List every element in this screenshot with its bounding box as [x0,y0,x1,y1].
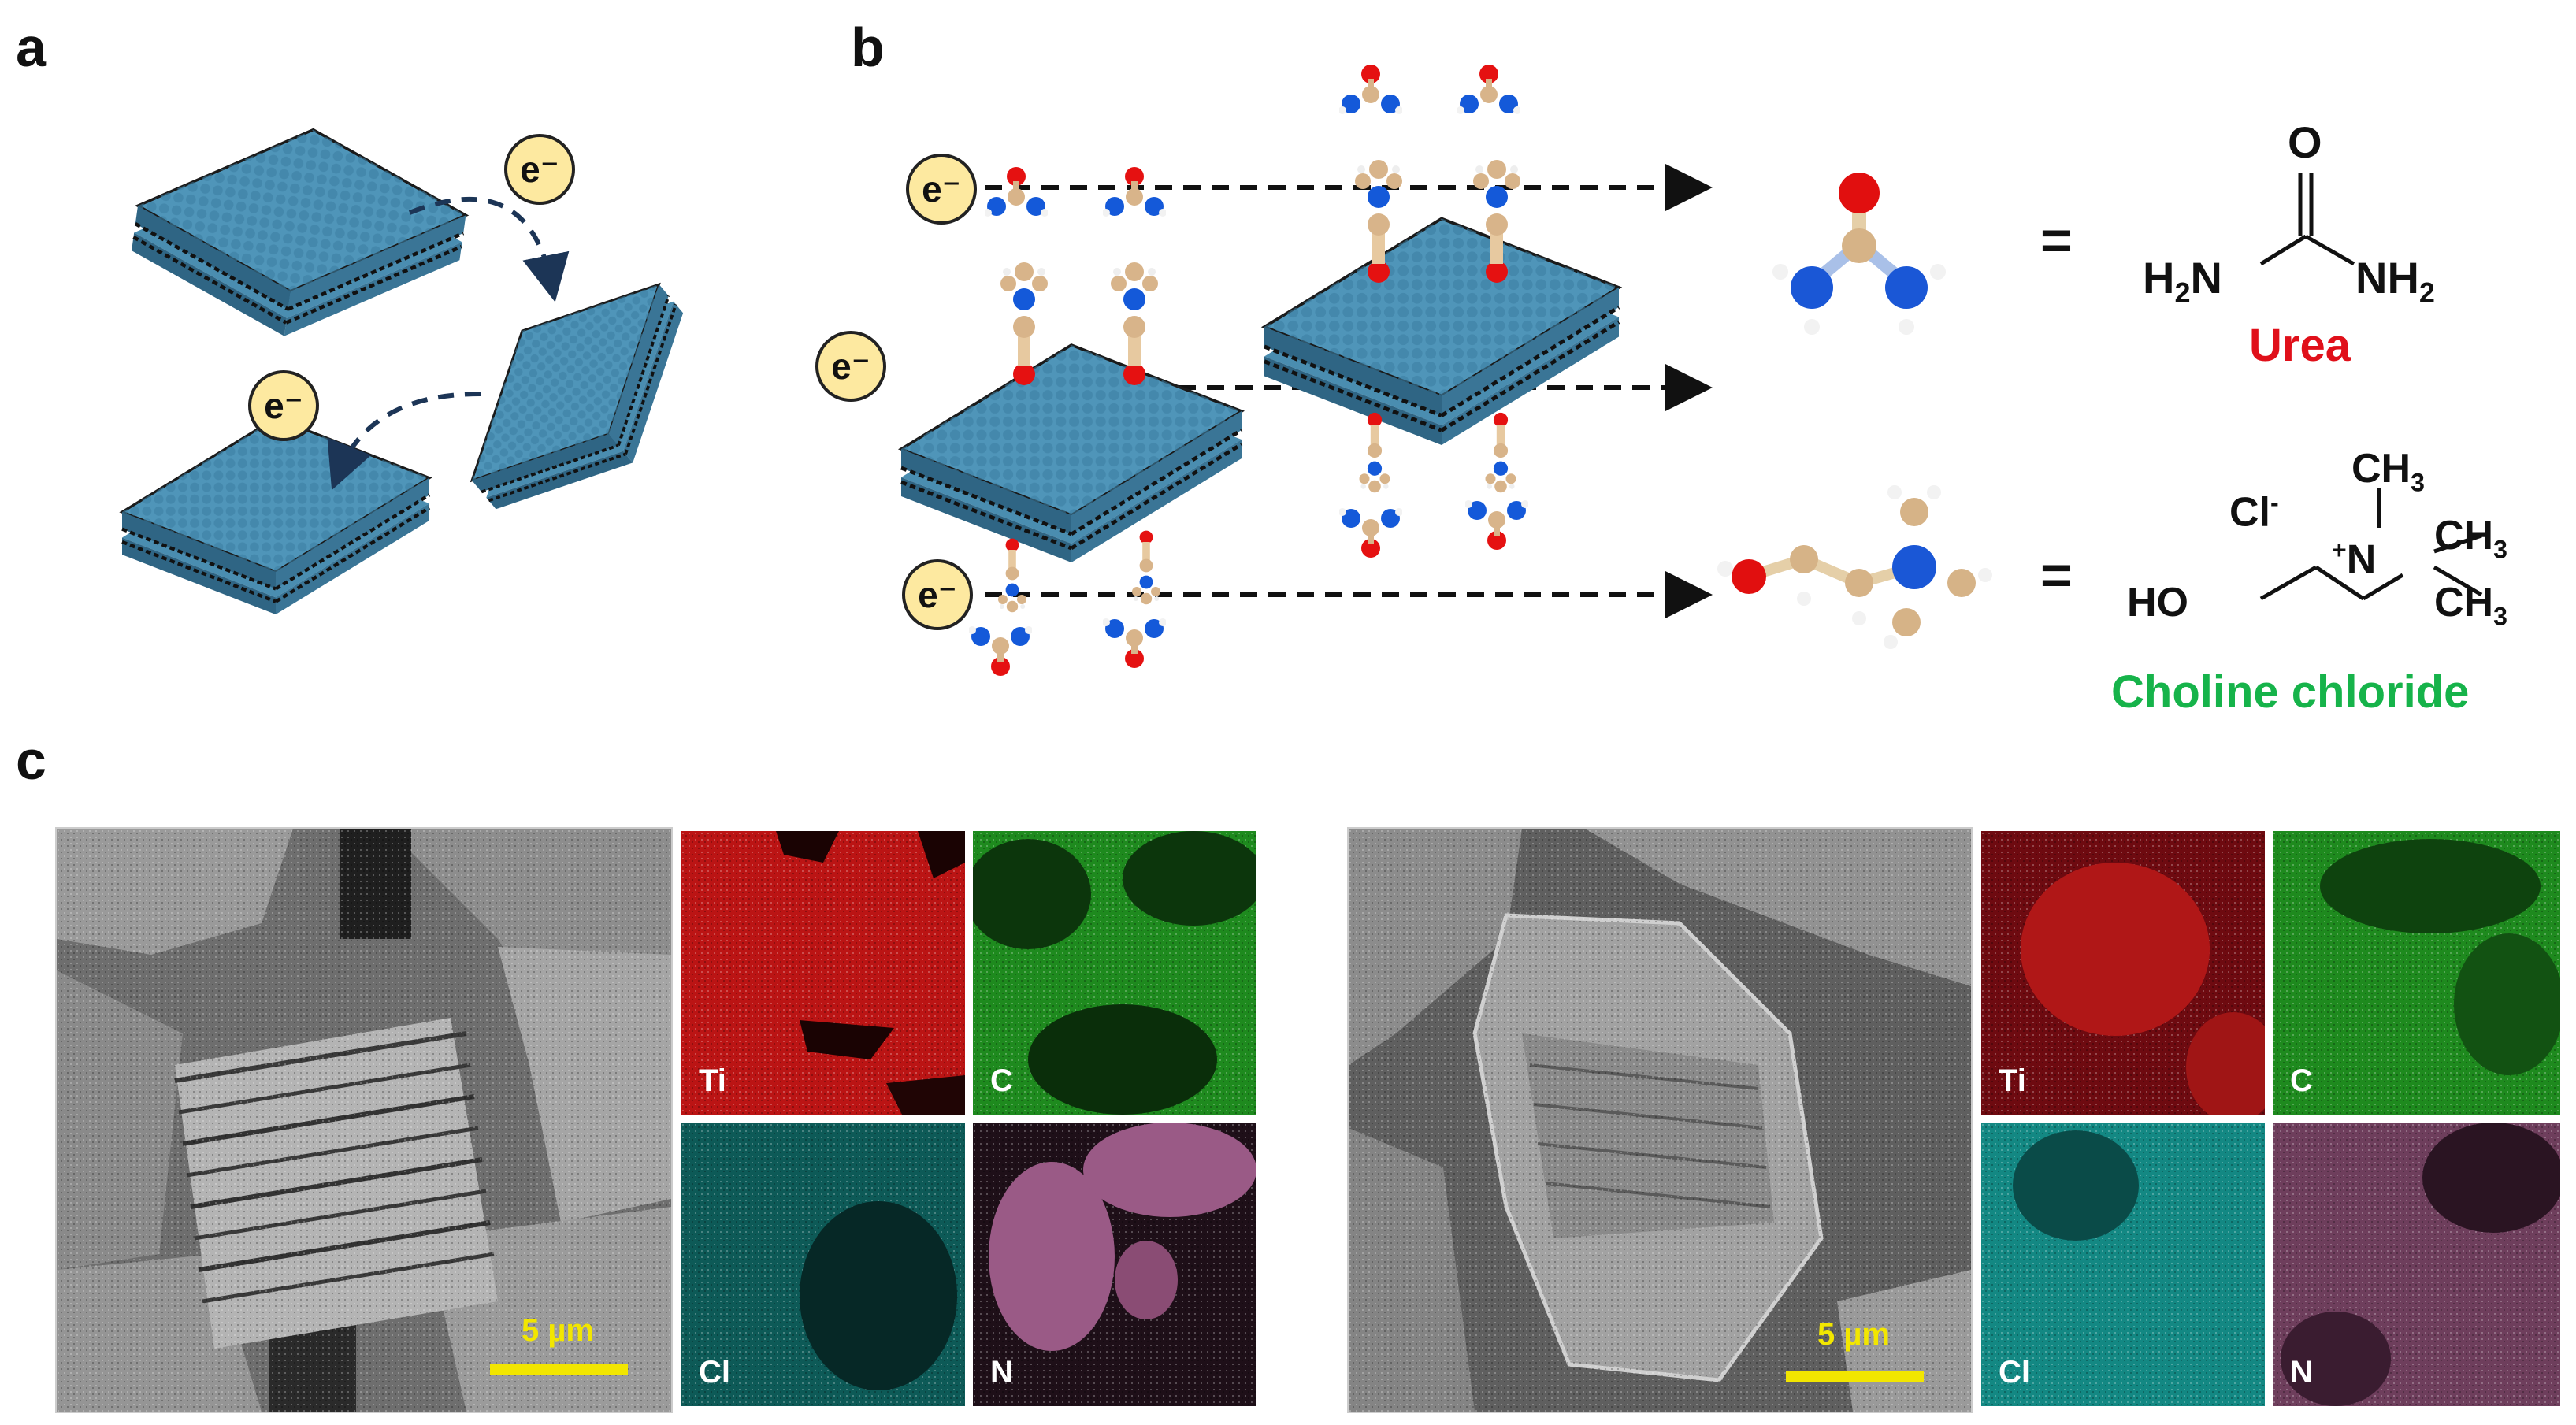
eds-map-n-right: N [2273,1123,2560,1406]
eds-map-n-left: N [973,1123,1256,1406]
choline-n-plus: +N [2332,536,2377,583]
choline-name: Choline chloride [2111,666,2470,718]
map-label-cl-right: Cl [1999,1355,2030,1390]
choline-molecule [1359,412,1390,493]
panel-label-a: a [16,17,46,78]
electron-badge-a1: e⁻ [504,134,575,205]
scale-bar-right [1786,1371,1924,1382]
scale-label-left: 5 µm [522,1313,594,1348]
mxene-stack-right [1264,219,1619,446]
scale-bar-left [490,1364,628,1375]
electron-hop-arrow-2 [327,392,481,491]
panel-label-b: b [851,17,885,78]
panel-b-diagram [867,65,1713,676]
choline-hydroxyl: HO [2127,580,2188,625]
equals-sign-urea: = [2040,210,2073,271]
urea-molecule [1339,65,1402,114]
mxene-stack-top [123,107,475,359]
choline-structure-bonds [2259,488,2483,601]
scale-label-right: 5 µm [1817,1317,1890,1352]
eds-map-cl-right: Cl [1981,1123,2265,1406]
choline-methyl-top: CH3 [2351,446,2425,497]
map-label-c: C [990,1063,1013,1098]
urea-ball-stick [1772,173,1946,335]
choline-ball-stick [1717,485,1992,649]
eds-map-cl-left: Cl [681,1123,965,1406]
eds-map-ti-left: Ti [681,831,965,1115]
choline-chloride-anion: Cl- [2229,488,2279,536]
choline-molecule [998,538,1026,613]
electron-badge-b3: e⁻ [902,559,973,630]
map-label-ti-right: Ti [1999,1063,2026,1098]
electron-badge-a2: e⁻ [248,370,319,441]
eds-map-ti-right: Ti [1981,831,2265,1115]
electron-hop-arrow-1 [408,196,570,302]
panel-a-diagram [87,95,796,662]
urea-molecule [1457,65,1520,114]
choline-molecule [1132,530,1160,605]
mxene-stack-bottom [122,418,429,614]
map-label-n-right: N [2290,1355,2313,1390]
map-label-n: N [990,1355,1013,1390]
map-label-ti: Ti [699,1063,726,1098]
mxene-stack-right [419,244,736,549]
electron-badge-b1: e⁻ [906,154,977,225]
panel-label-c: c [16,729,46,791]
urea-name: Urea [2249,320,2351,371]
map-label-c-right: C [2290,1063,2313,1098]
choline-methyl-bottom: CH3 [2434,580,2507,631]
electron-badge-b2: e⁻ [815,331,886,402]
urea-molecule [1465,500,1528,550]
urea-molecule [1103,618,1166,668]
choline-molecule [1485,412,1516,493]
urea-molecule [985,167,1048,217]
urea-nh2-left: H2N [2143,253,2222,310]
map-label-cl: Cl [699,1355,730,1390]
sem-image-right: 5 µm [1347,827,1973,1413]
sem-image-left: 5 µm [55,827,673,1413]
choline-methyl-right: CH3 [2434,513,2507,564]
equals-sign-choline: = [2040,544,2073,606]
urea-molecule [1103,167,1166,217]
urea-molecule [1339,508,1402,558]
mxene-stack-left [901,345,1242,562]
urea-structure-bonds [2259,173,2355,266]
urea-oxygen: O [2288,117,2322,167]
urea-nh2-right: NH2 [2355,253,2435,310]
eds-map-c-right: C [2273,831,2560,1115]
eds-map-c-left: C [973,831,1256,1115]
urea-molecule [969,626,1032,676]
